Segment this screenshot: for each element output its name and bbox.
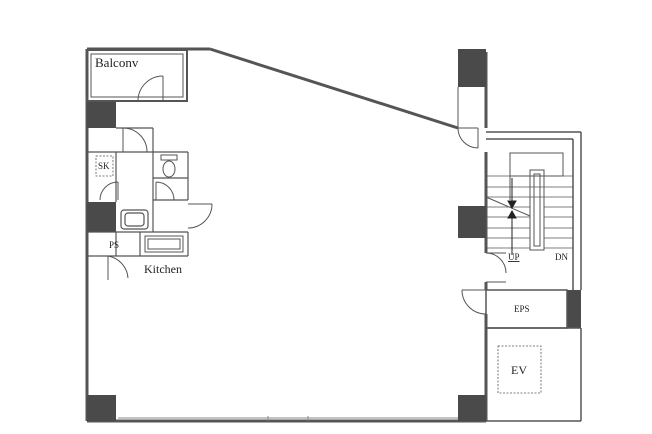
dn-label: DN [555,252,568,262]
column-eps-right [567,290,581,328]
service-core [87,127,189,257]
ps-label: PS [109,240,119,250]
toilet [160,154,178,178]
balcony [86,49,188,102]
bottom-window [118,416,458,421]
door-right-top [457,87,479,149]
column-bottom-right [458,395,486,421]
column-bottom-left [87,395,116,421]
sk-label: SK [98,161,110,171]
ev-room [486,327,582,422]
eps-label: EPS [514,304,530,314]
column-top-right [458,49,486,87]
column-left-mid [87,202,116,232]
core-doors [99,127,213,280]
kitchen-label: Kitchen [144,262,182,276]
stair-core [486,131,582,290]
up-label: UP [508,252,520,262]
stair-arrows [507,178,517,255]
stove [144,235,184,253]
stair-door [485,252,507,283]
eps-door [461,289,487,315]
kitchen-sink [120,209,149,230]
stair-landing [485,152,564,251]
column-mid-right [458,206,486,238]
sk-box [95,155,114,177]
ev-label: EV [511,363,527,377]
columns [87,49,581,421]
balcony-label: Balconv [95,55,139,70]
column-left-upper [87,101,116,128]
